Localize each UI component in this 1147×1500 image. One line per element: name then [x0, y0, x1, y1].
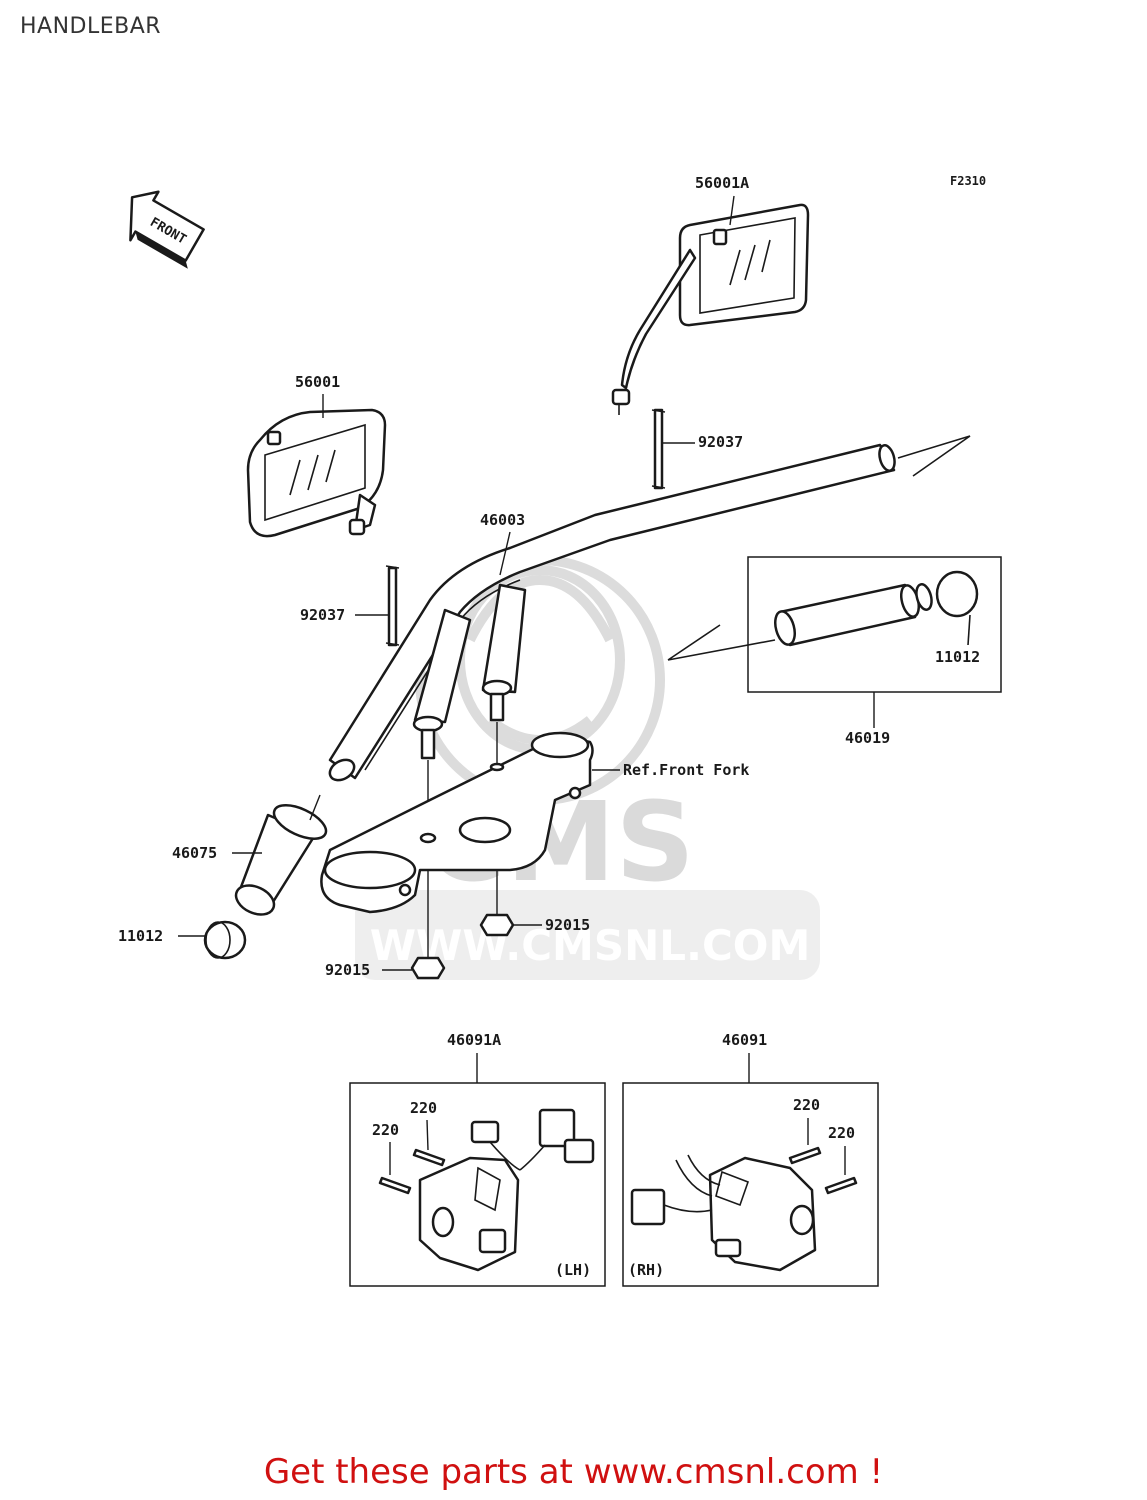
- part-label-46091A: 46091A: [447, 1031, 501, 1049]
- part-label-92037-left: 92037: [300, 606, 345, 624]
- part-label-46003: 46003: [480, 511, 525, 529]
- screw-label-rh-2: 220: [828, 1124, 855, 1142]
- screw-label-lh-2: 220: [372, 1121, 399, 1139]
- screw-label-lh-1: 220: [410, 1099, 437, 1117]
- part-label-46019: 46019: [845, 729, 890, 747]
- handlebar: [328, 443, 896, 782]
- footer-prefix: Get these parts at: [263, 1452, 584, 1492]
- footer-suffix: !: [858, 1452, 884, 1492]
- fork-bracket: [320, 731, 594, 914]
- clamp-left: [385, 565, 400, 647]
- front-arrow-icon: FRONT: [129, 190, 205, 269]
- switch-box-left: [349, 1082, 606, 1287]
- side-label-rh: (RH): [628, 1261, 664, 1279]
- nut-right: [479, 913, 515, 937]
- nut-left: [410, 956, 446, 980]
- footer-link[interactable]: www.cmsnl.com: [583, 1452, 859, 1492]
- parts-diagram: CMS WWW.CMSNL.COM FRONT F2310 56001A 560…: [118, 174, 1002, 1287]
- page-title: HANDLEBAR: [20, 14, 162, 39]
- part-label-92015-right: 92015: [545, 916, 590, 934]
- bolt-right: [481, 679, 513, 722]
- part-label-56001: 56001: [295, 373, 340, 391]
- grip-left: [234, 804, 328, 916]
- footer-promo: Get these parts at www.cmsnl.com !: [0, 1452, 1147, 1492]
- watermark: CMS WWW.CMSNL.COM: [355, 555, 820, 980]
- part-label-46075: 46075: [172, 844, 217, 862]
- part-label-56001A: 56001A: [695, 174, 749, 192]
- reference-note: Ref.Front Fork: [623, 761, 749, 779]
- mirror-left: [246, 408, 387, 538]
- part-label-11012-left: 11012: [118, 927, 163, 945]
- mirror-right: [611, 203, 810, 415]
- bolt-left: [412, 715, 444, 760]
- clamp-right: [651, 408, 666, 490]
- part-label-46091: 46091: [722, 1031, 767, 1049]
- end-cap-left: [203, 920, 247, 960]
- switch-box-right: [622, 1082, 879, 1287]
- screw-label-rh-1: 220: [793, 1096, 820, 1114]
- side-label-lh: (LH): [555, 1261, 591, 1279]
- part-label-11012-right: 11012: [935, 648, 980, 666]
- figure-code: F2310: [950, 174, 986, 188]
- watermark-url: WWW.CMSNL.COM: [370, 921, 811, 970]
- part-label-92037-right: 92037: [698, 433, 743, 451]
- part-label-92015-left: 92015: [325, 961, 370, 979]
